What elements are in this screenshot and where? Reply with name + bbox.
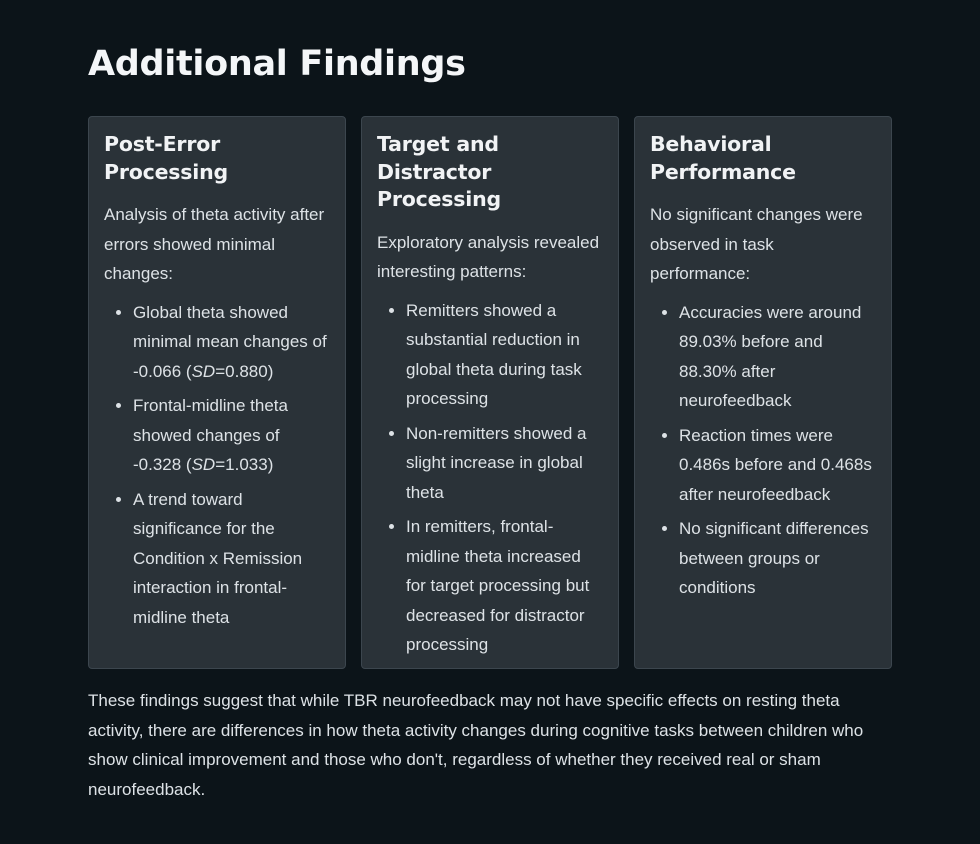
- card-intro: Exploratory analysis revealed interestin…: [377, 232, 600, 282]
- list-item: A trend toward significance for the Cond…: [133, 485, 331, 633]
- list-item: No significant differences between group…: [679, 514, 877, 603]
- list-item-text: =1.033): [215, 455, 274, 474]
- list-item-text: Frontal-midline theta showed changes of …: [133, 396, 288, 474]
- list-item-text: =0.880): [215, 361, 274, 381]
- list-item: Reaction times were 0.486s before and 0.…: [679, 421, 877, 510]
- list-item: Frontal-midline theta showed changes of …: [133, 391, 331, 480]
- page-title: Additional Findings: [88, 44, 466, 84]
- card-title: Post-Error Processing: [104, 132, 228, 184]
- stat-label: SD: [191, 455, 216, 474]
- list-item: Accuracies were around 89.03% before and…: [679, 298, 877, 416]
- card-intro: Analysis of theta activity after errors …: [104, 205, 325, 283]
- list-item: In remitters, frontal-midline theta incr…: [406, 512, 604, 660]
- list-item: Non-remitters showed a slight increase i…: [406, 419, 604, 508]
- card-title: Target and Distractor Processing: [377, 132, 501, 211]
- card-intro: No significant changes were observed in …: [650, 205, 863, 283]
- card-post-error-processing: Post-Error Processing Analysis of theta …: [88, 116, 346, 669]
- conclusion-paragraph: These findings suggest that while TBR ne…: [88, 691, 864, 799]
- list-item-text: Global theta showed minimal mean changes…: [133, 302, 327, 381]
- card-list: Remitters showed a substantial reduction…: [377, 296, 604, 660]
- findings-cards: Post-Error Processing Analysis of theta …: [88, 116, 892, 669]
- stat-label: SD: [191, 361, 216, 381]
- card-target-distractor-processing: Target and Distractor Processing Explora…: [361, 116, 619, 669]
- list-item: Global theta showed minimal mean changes…: [133, 298, 331, 387]
- card-list: Global theta showed minimal mean changes…: [104, 298, 331, 633]
- card-behavioral-performance: Behavioral Performance No significant ch…: [634, 116, 892, 669]
- list-item: Remitters showed a substantial reduction…: [406, 296, 604, 414]
- card-list: Accuracies were around 89.03% before and…: [650, 298, 877, 603]
- card-title: Behavioral Performance: [650, 132, 796, 184]
